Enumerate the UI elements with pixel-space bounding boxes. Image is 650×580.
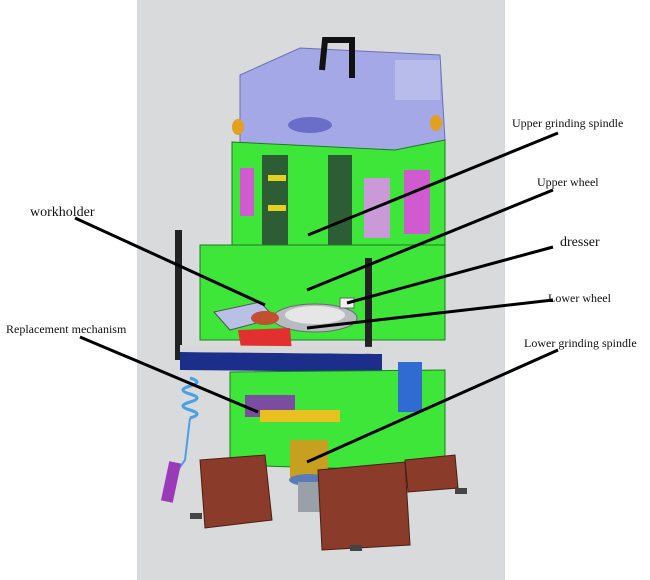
table-top bbox=[180, 345, 382, 354]
upper-spindle bbox=[288, 150, 328, 260]
leader-lower-wheel bbox=[306, 298, 554, 330]
leader-workholder bbox=[74, 216, 266, 307]
leader-upper-wheel bbox=[306, 188, 554, 292]
spindle-top-cap bbox=[288, 117, 332, 133]
leveling-pad-3 bbox=[455, 488, 467, 494]
label-workholder: workholder bbox=[30, 205, 95, 220]
handheld-probe bbox=[160, 461, 182, 503]
yellow-clamp-1 bbox=[268, 175, 286, 181]
leveling-pad-2 bbox=[350, 545, 362, 551]
blue-panel bbox=[398, 362, 422, 412]
magenta-panel-left bbox=[240, 168, 254, 216]
label-upper-grinding-spindle: Upper grinding spindle bbox=[512, 116, 623, 130]
base-foot-back bbox=[404, 454, 459, 493]
lower-wheel-face bbox=[285, 306, 345, 324]
label-dresser: dresser bbox=[560, 235, 600, 250]
lower-spindle-shaft bbox=[298, 482, 320, 512]
leader-lower-grinding-spindle bbox=[306, 348, 559, 464]
top-motor bbox=[395, 60, 440, 100]
label-lower-wheel: Lower wheel bbox=[548, 291, 612, 305]
guide-rod-left bbox=[175, 230, 182, 360]
leveling-pad-1 bbox=[190, 513, 202, 519]
label-replacement-mechanism: Replacement mechanism bbox=[6, 322, 127, 336]
workholder-head bbox=[251, 311, 279, 325]
grinding-machine-render bbox=[160, 37, 467, 551]
yellow-linkage bbox=[260, 410, 340, 422]
leader-lines bbox=[74, 131, 559, 464]
leader-upper-grinding-spindle bbox=[307, 131, 559, 237]
leader-dresser bbox=[346, 245, 554, 305]
magenta-panel-right bbox=[404, 170, 430, 234]
label-lower-grinding-spindle: Lower grinding spindle bbox=[524, 336, 637, 350]
blue-table bbox=[180, 352, 382, 372]
guide-rod-right bbox=[365, 258, 372, 388]
label-upper-wheel: Upper wheel bbox=[537, 175, 599, 189]
top-cable bbox=[319, 37, 355, 78]
lift-eye-left bbox=[232, 119, 244, 135]
leader-replacement-mechanism bbox=[79, 335, 259, 414]
base-foot-right bbox=[317, 461, 411, 551]
base-foot-left bbox=[199, 454, 273, 529]
lift-eye-right bbox=[430, 115, 442, 131]
yellow-clamp-2 bbox=[268, 205, 286, 211]
